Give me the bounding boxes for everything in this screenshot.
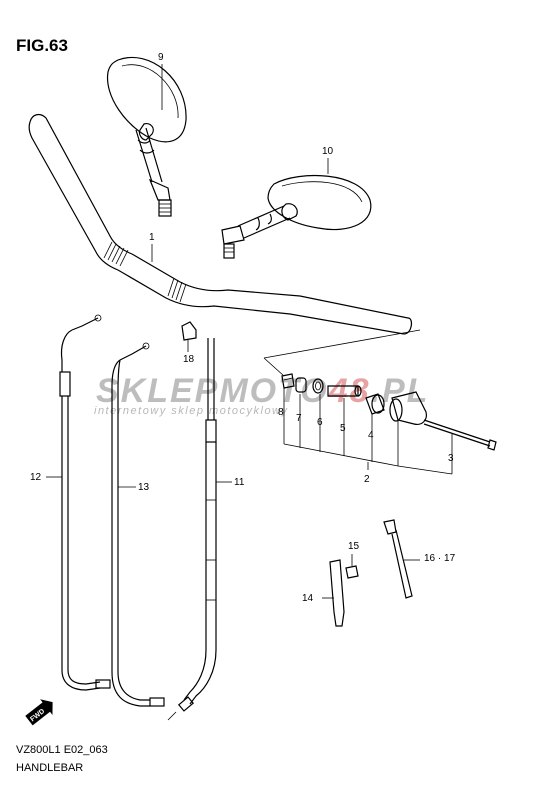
- figure-name: HANDLEBAR: [16, 762, 84, 774]
- callouts: 9 10 1 18 8 7 6 5 4 3 2 12 13 11 15 16 ·…: [30, 52, 456, 604]
- throttle-cable-2[interactable]: [111, 342, 165, 707]
- callout-4: 4: [368, 430, 374, 441]
- callout-11: 11: [234, 477, 245, 488]
- callout-8: 8: [278, 407, 284, 418]
- callout-3: 3: [448, 453, 454, 464]
- callout-16-17: 16 · 17: [424, 553, 456, 564]
- clip[interactable]: [181, 321, 197, 352]
- callout-18: 18: [183, 354, 195, 365]
- fwd-direction-badge: FWD: [25, 699, 53, 726]
- grip-weight-assembly[interactable]: [263, 329, 497, 475]
- watermark-brand: SKLEPMOTO48.PL: [96, 372, 429, 410]
- bracket[interactable]: [322, 559, 345, 627]
- handlebar[interactable]: [28, 113, 413, 335]
- callout-1: 1: [149, 232, 155, 243]
- callout-9: 9: [158, 52, 164, 63]
- callout-15: 15: [348, 541, 360, 552]
- callout-13: 13: [138, 482, 150, 493]
- watermark-tagline: internetowy sklep motocyklowy: [94, 405, 289, 417]
- mirror-left[interactable]: [221, 174, 372, 259]
- callout-5: 5: [340, 423, 346, 434]
- clamp[interactable]: [383, 519, 420, 599]
- callout-14: 14: [302, 593, 314, 604]
- callout-6: 6: [317, 417, 323, 428]
- callout-10: 10: [322, 146, 334, 157]
- callout-7: 7: [296, 413, 302, 424]
- mirror-right[interactable]: [106, 56, 187, 217]
- callout-2: 2: [364, 474, 370, 485]
- bolt[interactable]: [345, 554, 359, 579]
- callout-12: 12: [30, 472, 42, 483]
- throttle-cable-1[interactable]: [167, 338, 217, 721]
- figure-title: FIG.63: [16, 36, 68, 55]
- clutch-cable[interactable]: [59, 314, 111, 691]
- watermark: SKLEPMOTO48.PL internetowy sklep motocyk…: [94, 372, 429, 417]
- model-code: VZ800L1 E02_063: [16, 744, 108, 756]
